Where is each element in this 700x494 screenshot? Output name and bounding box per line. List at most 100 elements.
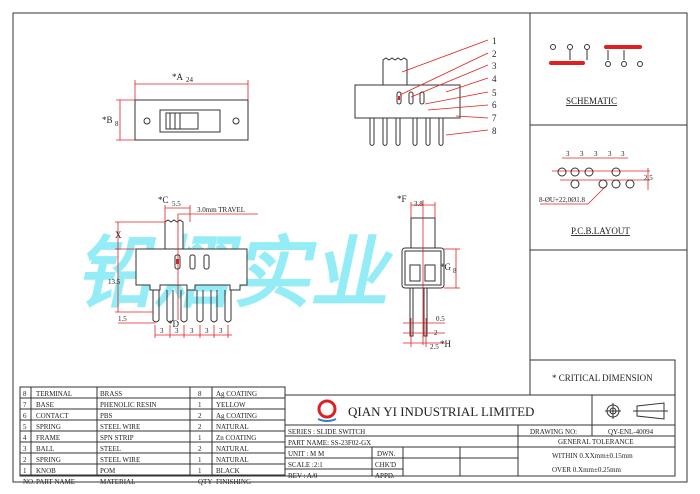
- bom-header: NO.: [23, 478, 35, 486]
- drawing-border: [12, 12, 688, 483]
- checked-label: CHK'D: [375, 461, 396, 469]
- bom-cell: 2: [198, 445, 202, 453]
- end-view: *F 3.8 *G 8 0.5 2 2.5 *H: [397, 194, 460, 351]
- projection-symbol: [605, 402, 668, 420]
- bom-cell: POM: [100, 467, 116, 475]
- bom-cell: 3: [23, 445, 27, 453]
- bom-cell: 1: [198, 467, 202, 475]
- unit: UNIT : M M: [288, 450, 325, 458]
- bom-cell: NATURAL: [216, 445, 249, 453]
- bom-cell: 5: [23, 423, 27, 431]
- bom-cell: NATURAL: [216, 423, 249, 431]
- bom-header: FINISHING: [216, 478, 251, 486]
- dim-b-value: 8: [115, 120, 119, 128]
- bom-cell: BLACK: [216, 467, 240, 475]
- pitch-2: 3: [175, 327, 179, 335]
- drawing-no-label: DRAWING NO:: [530, 428, 577, 436]
- tolerance-within: WITHIN 0.XXmm±0.15mm: [552, 452, 633, 460]
- pcb-pitch-2: 3: [580, 150, 584, 158]
- bom-cell: STEEL WIRE: [100, 423, 140, 431]
- pcb-hole-note: 8-ØU+22,0Ø1.8: [539, 196, 585, 204]
- bom-cell: 2: [198, 412, 202, 420]
- scale: SCALE :2:1: [288, 461, 323, 469]
- bom-cell: NATURAL: [216, 456, 249, 464]
- pitch-1: 3: [160, 327, 164, 335]
- pitch-4: 3: [205, 327, 209, 335]
- pin-gap-value: 2: [434, 329, 438, 337]
- part-name: PART NAME: SS-23F02-GX: [288, 439, 371, 447]
- bom-cell: BRASS: [100, 390, 122, 398]
- dim-f-label: *F: [397, 194, 407, 204]
- drawing-no: QY-ENL-40094: [608, 428, 654, 436]
- bom-cell: KNOB: [36, 467, 56, 475]
- callout-7: 7: [492, 113, 497, 123]
- assembly-view: 1 2 3 4 5 6 7 8: [354, 36, 497, 146]
- callout-6: 6: [492, 100, 497, 110]
- critical-dimension-note: * CRITICAL DIMENSION: [552, 373, 653, 383]
- callout-8: 8: [492, 126, 497, 136]
- dim-d-label: *D: [168, 319, 180, 329]
- callout-4: 4: [492, 74, 497, 84]
- pcb-layout: 3 3 3 3 3 2.5 8-ØU+22,0Ø1.8 P.C.B.LAYOUT: [539, 150, 653, 236]
- bom-cell: STEEL: [100, 445, 121, 453]
- dim-g-value: 8: [453, 267, 457, 275]
- pcb-pitch-3: 3: [594, 150, 598, 158]
- front-view: *C 5.5 3.0mm TRAVEL X 13.5 1.5 *D 3 3 3 …: [108, 195, 258, 338]
- bom-header: MATERIAL: [100, 478, 135, 486]
- pin-offset-value: 1.5: [118, 315, 127, 323]
- bom-cell: CONTACT: [36, 412, 69, 420]
- bom-cell: STEEL WIRE: [100, 456, 140, 464]
- dim-a-value: 24: [186, 76, 194, 84]
- bom-cell: 2: [23, 456, 27, 464]
- tolerance-title: GENERAL TOLERANCE: [558, 438, 634, 446]
- dim-h-label: *H: [440, 339, 452, 349]
- callout-1: 1: [492, 36, 497, 46]
- title-block: QIAN YI INDUSTRIAL LIMITED SERIES : SLID…: [284, 394, 676, 480]
- approved-label: APPD.: [375, 472, 395, 480]
- bom-cell: 7: [23, 401, 27, 409]
- callout-3: 3: [492, 61, 497, 71]
- pcb-title: P.C.B.LAYOUT: [571, 226, 630, 236]
- travel-note: 3.0mm TRAVEL: [197, 206, 245, 214]
- bom-cell: YELLOW: [216, 401, 246, 409]
- bom-cell: FRAME: [36, 434, 60, 442]
- callout-2: 2: [492, 49, 497, 59]
- bom-cell: Zn COATING: [216, 434, 256, 442]
- bom-header: PART NAME: [36, 478, 75, 486]
- company-name: QIAN YI INDUSTRIAL LIMITED: [348, 404, 534, 419]
- bom-cell: BASE: [36, 401, 54, 409]
- height-value: 13.5: [108, 278, 121, 286]
- bom-cell: 1: [198, 401, 202, 409]
- bom-cell: Ag COATING: [216, 412, 257, 420]
- pitch-5: 3: [219, 327, 223, 335]
- pitch-3: 3: [190, 327, 194, 335]
- pin-width-value: 0.5: [436, 315, 445, 323]
- dim-b-label: *B: [102, 115, 113, 125]
- bom-cell: 6: [23, 412, 27, 420]
- tolerance-over: OVER 0.Xmm±0.25mm: [552, 466, 622, 474]
- dim-h-value: 2.5: [430, 343, 439, 351]
- bom-cell: 8: [23, 390, 27, 398]
- bom-cell: 1: [23, 467, 27, 475]
- bom-cell: 8: [198, 390, 202, 398]
- bom-cell: SPRING: [36, 456, 61, 464]
- bom-cell: PHENOLIC RESIN: [100, 401, 157, 409]
- pcb-pitch-1: 3: [566, 150, 570, 158]
- top-view: *A 24 *B 8: [102, 72, 249, 141]
- bom-cell: SPRING: [36, 423, 61, 431]
- revision: REV : A/0: [288, 472, 318, 480]
- pcb-pitch-4: 3: [608, 150, 612, 158]
- bom-cell: Ag COATING: [216, 390, 257, 398]
- bom-cell: 1: [198, 434, 202, 442]
- callout-5: 5: [492, 88, 497, 98]
- company-logo: [317, 399, 337, 422]
- bom-header: QTY: [198, 478, 212, 486]
- dim-c-value: 5.5: [172, 200, 181, 208]
- bom-cell: BALL: [36, 445, 54, 453]
- dim-a-label: *A: [172, 72, 184, 82]
- drawn-label: DWN.: [377, 450, 396, 458]
- bom-cell: 1: [198, 456, 202, 464]
